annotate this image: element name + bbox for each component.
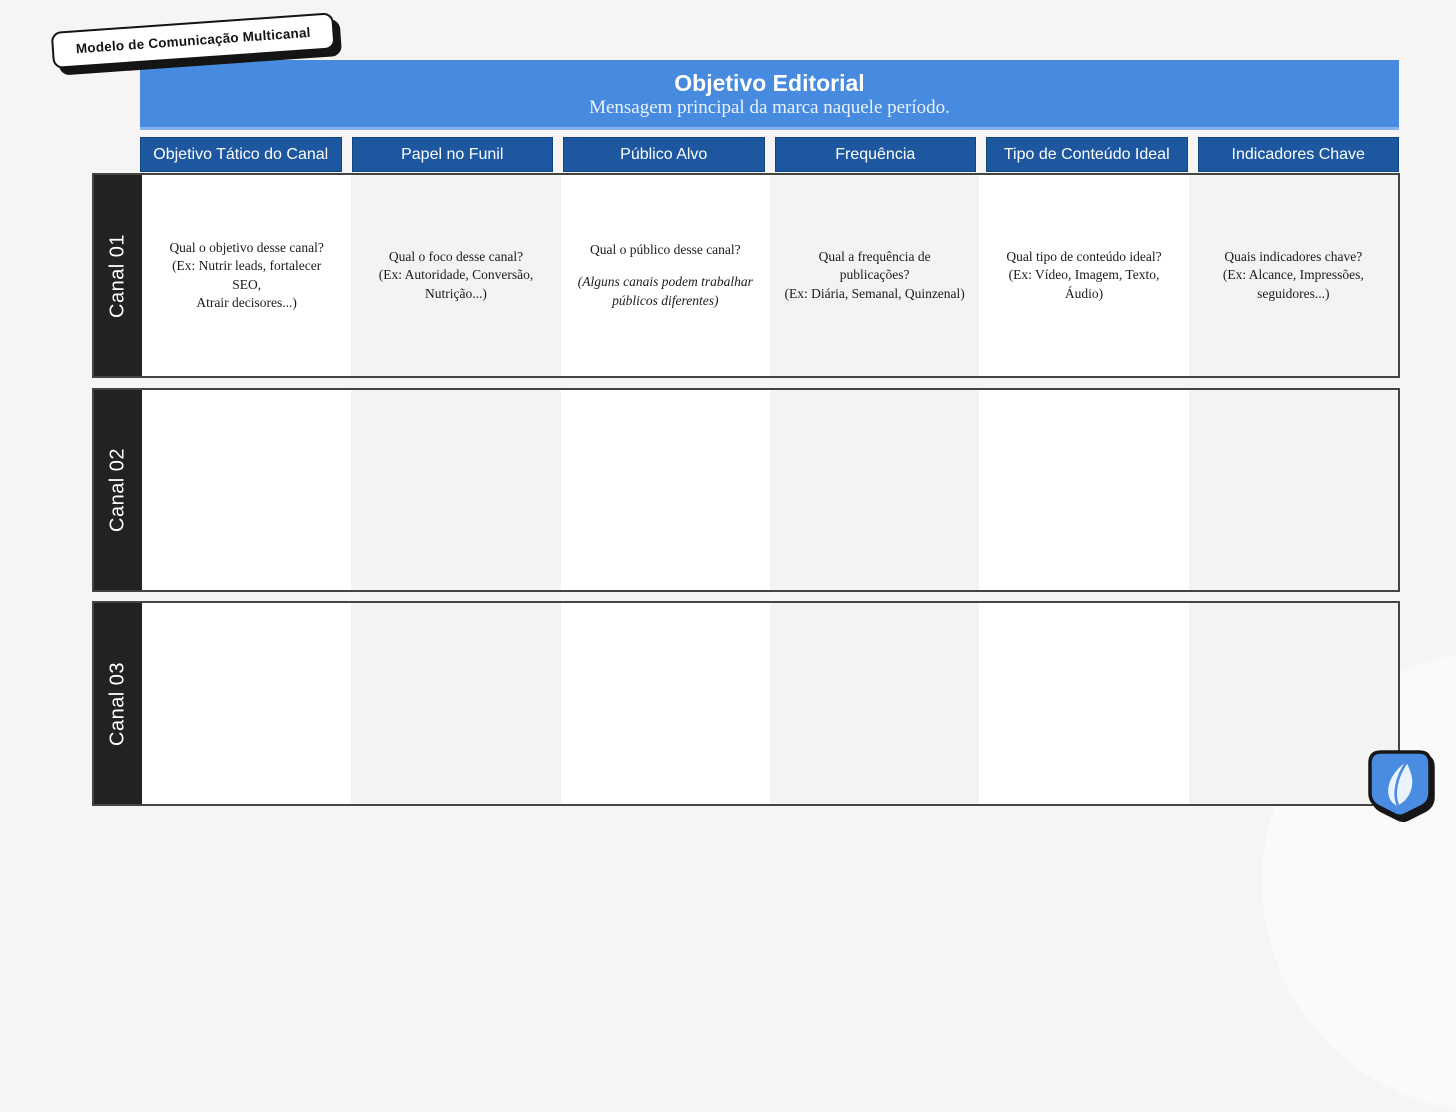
cell-objetivo-tatico: Qual o objetivo desse canal? (Ex: Nutrir…: [142, 175, 351, 376]
cell-text: Qual tipo de conteúdo ideal? (Ex: Vídeo,…: [1006, 249, 1162, 301]
cell-papel-funil: Qual o foco desse canal? (Ex: Autoridade…: [351, 175, 561, 376]
column-header-objetivo-tatico: Objetivo Tático do Canal: [140, 137, 342, 172]
row-canal-01: Canal 01 Qual o objetivo desse canal? (E…: [92, 173, 1400, 378]
cell-indicadores: [1188, 390, 1398, 590]
cell-tipo-conteudo: [979, 603, 1188, 804]
cell-frequencia: [769, 390, 980, 590]
column-header-indicadores: Indicadores Chave: [1197, 137, 1399, 172]
column-header-publico-alvo: Público Alvo: [563, 137, 765, 172]
row-label: Canal 02: [94, 390, 142, 590]
cell-indicadores: [1188, 603, 1398, 804]
cell-text: Qual a frequência de publicações? (Ex: D…: [784, 249, 965, 301]
column-header-frequencia: Frequência: [774, 137, 976, 172]
cell-objetivo-tatico: [142, 603, 351, 804]
cell-indicadores: Quais indicadores chave? (Ex: Alcance, I…: [1188, 175, 1398, 376]
leaf-icon: [1388, 761, 1413, 806]
row-canal-02: Canal 02: [92, 388, 1400, 592]
cell-papel-funil: [351, 603, 561, 804]
cell-text: Qual o foco desse canal? (Ex: Autoridade…: [378, 249, 534, 301]
cell-frequencia: [769, 603, 980, 804]
leaf-logo-shield: [1368, 750, 1432, 819]
cell-tipo-conteudo: Qual tipo de conteúdo ideal? (Ex: Vídeo,…: [979, 175, 1188, 376]
banner-subtitle: Mensagem principal da marca naquele perí…: [589, 96, 950, 118]
editorial-objective-banner: Objetivo Editorial Mensagem principal da…: [140, 60, 1399, 130]
cell-text: Qual o objetivo desse canal? (Ex: Nutrir…: [169, 240, 324, 310]
cell-publico-alvo: [561, 603, 770, 804]
cell-frequencia: Qual a frequência de publicações? (Ex: D…: [769, 175, 980, 376]
leaf-logo: [1366, 749, 1434, 821]
title-badge-label: Modelo de Comunicação Multicanal: [75, 24, 312, 57]
cell-text: Qual o público desse canal?: [589, 242, 741, 258]
cell-papel-funil: [351, 390, 561, 590]
cell-publico-alvo: Qual o público desse canal? (Alguns cana…: [561, 175, 770, 376]
canvas: { "badge": { "label": "Modelo de Comunic…: [50, 12, 1434, 821]
cell-note: (Alguns canais podem trabalhar públicos …: [577, 274, 753, 308]
column-headers: Objetivo Tático do Canal Papel no Funil …: [140, 137, 1399, 172]
column-header-papel-funil: Papel no Funil: [351, 137, 553, 172]
row-label: Canal 01: [94, 175, 142, 376]
row-canal-03: Canal 03: [92, 601, 1400, 806]
row-label: Canal 03: [94, 603, 142, 804]
cell-publico-alvo: [561, 390, 770, 590]
banner-title: Objetivo Editorial: [674, 70, 865, 97]
column-header-tipo-conteudo: Tipo de Conteúdo Ideal: [986, 137, 1188, 172]
cell-tipo-conteudo: [979, 390, 1188, 590]
cell-text: Quais indicadores chave? (Ex: Alcance, I…: [1222, 249, 1364, 301]
cell-objetivo-tatico: [142, 390, 351, 590]
